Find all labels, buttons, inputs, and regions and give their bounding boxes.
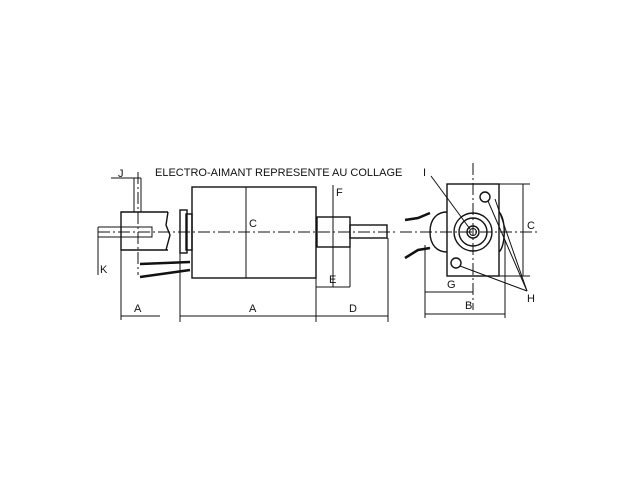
electromagnet-body (179, 185, 389, 322)
label-d: D (349, 303, 357, 315)
label-a-body: A (249, 303, 257, 315)
label-i: I (423, 167, 426, 179)
end-view (400, 163, 540, 318)
label-e: E (329, 274, 336, 286)
label-f: F (336, 187, 343, 199)
label-h: H (527, 293, 535, 305)
drawing-title: ELECTRO-AIMANT REPRESENTE AU COLLAGE (155, 167, 402, 179)
label-c-body: C (249, 218, 257, 230)
label-k: K (100, 264, 108, 276)
label-a-left: A (134, 303, 142, 315)
label-c-side: C (527, 220, 535, 232)
label-g: G (447, 279, 456, 291)
label-j: J (118, 168, 124, 180)
armature-detail (97, 172, 191, 320)
label-b: B (465, 300, 472, 312)
